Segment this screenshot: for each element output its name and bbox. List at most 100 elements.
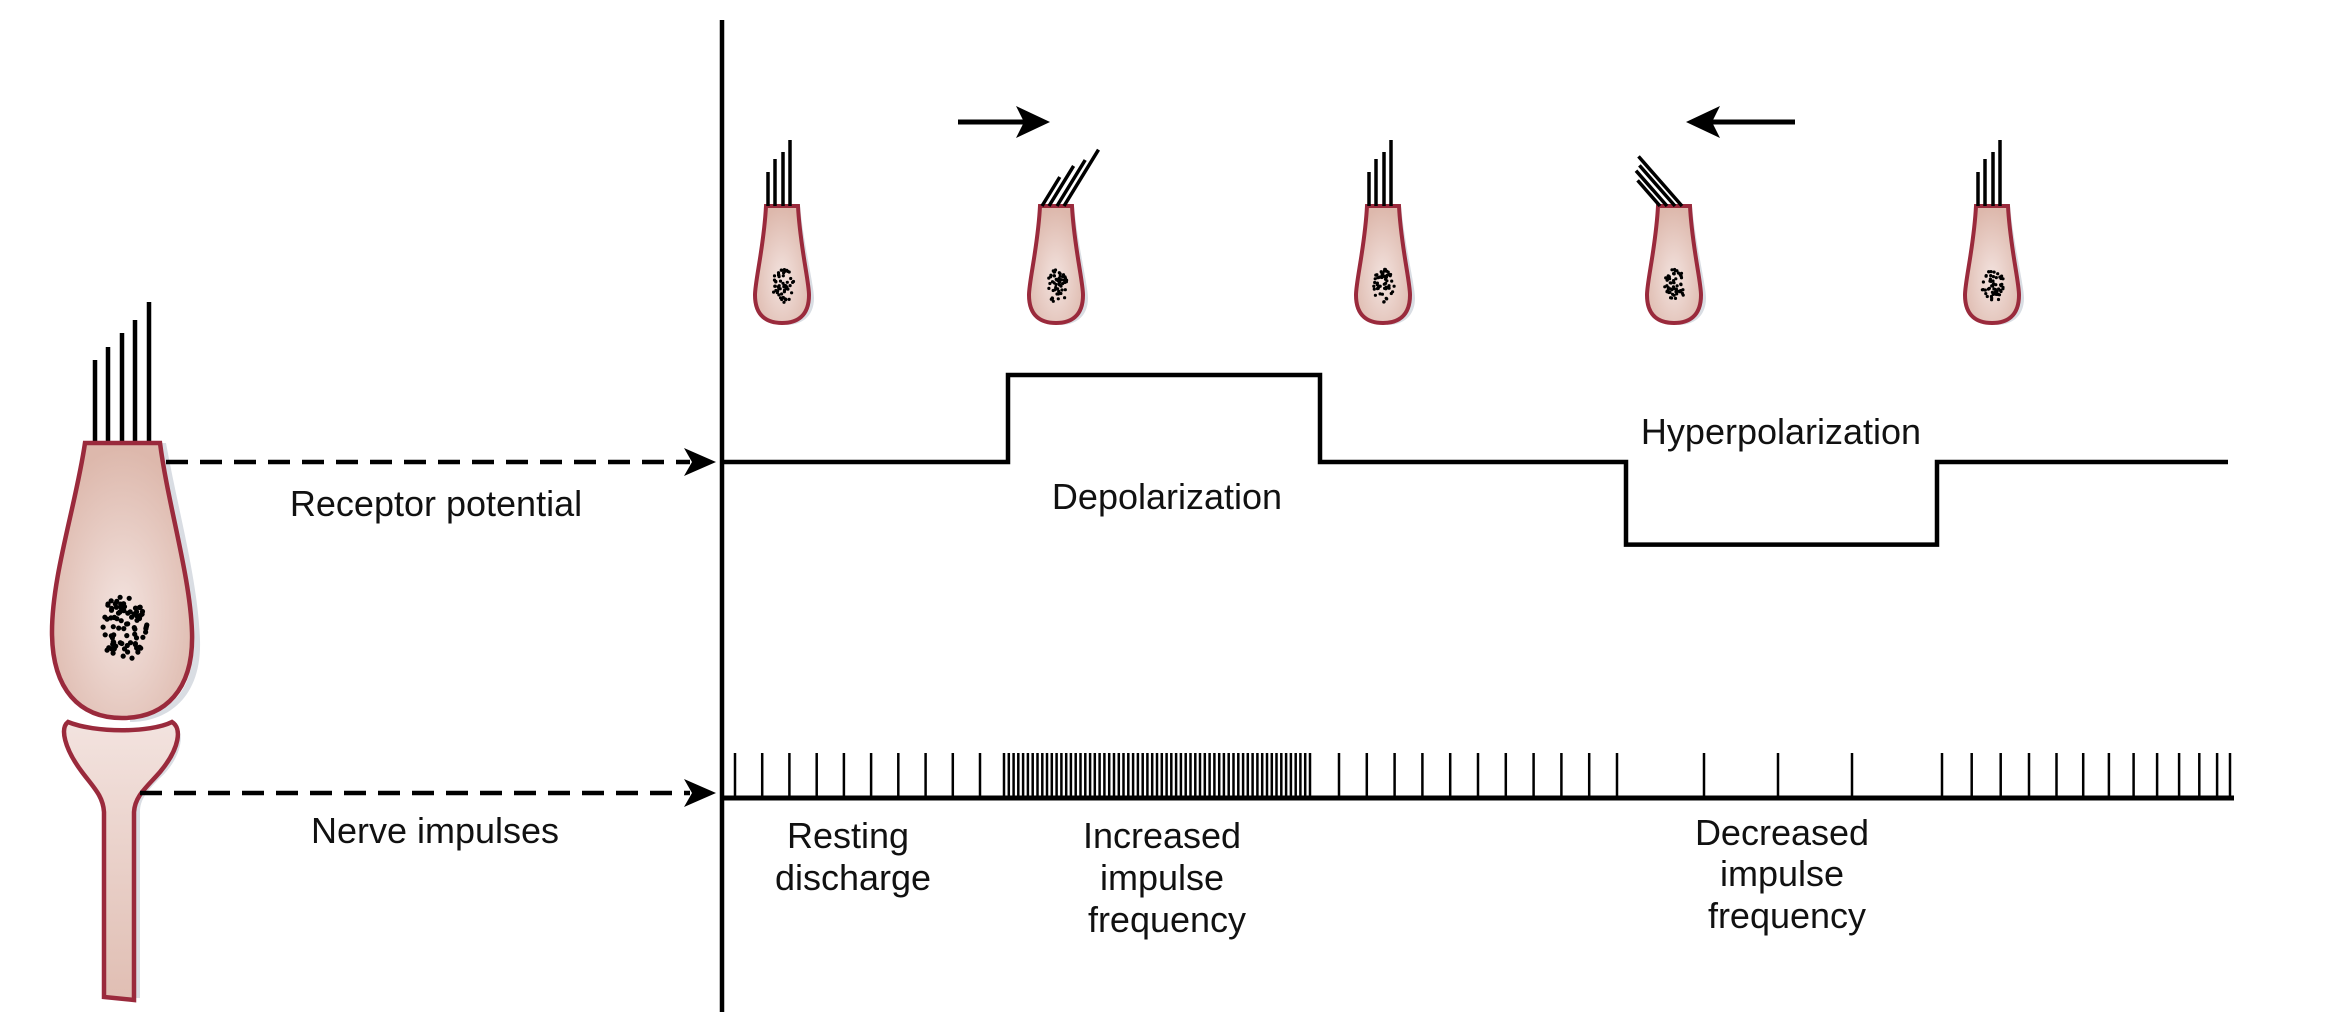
cell-body: [1962, 204, 2022, 326]
nucleus-dot: [1063, 288, 1067, 292]
nucleus-dot: [1048, 281, 1052, 286]
nucleus-dot: [1992, 270, 1996, 274]
cell-body: [1353, 204, 1413, 326]
nucleus-dot: [1984, 292, 1988, 296]
nucleus-dot: [1384, 296, 1388, 300]
nucleus-dot: [1668, 277, 1672, 281]
nucleus-dot: [1996, 272, 2000, 276]
increased-frequency-line: impulse: [1100, 857, 1224, 898]
nucleus-dot: [1668, 281, 1672, 285]
nucleus-dot: [1390, 279, 1394, 283]
nucleus-dot: [778, 279, 783, 283]
nucleus-dot: [782, 300, 786, 304]
nucleus-dot: [785, 280, 789, 284]
nucleus-dot: [1382, 300, 1386, 304]
nucleus-dot: [1674, 277, 1678, 281]
nucleus-dot: [1060, 288, 1064, 292]
nucleus-dot: [782, 284, 786, 288]
nucleus-dot: [1373, 277, 1377, 281]
hair-bundle: [766, 140, 792, 206]
nucleus-dot: [790, 291, 794, 295]
cell-body: [1644, 204, 1704, 326]
nucleus-dot: [1385, 273, 1389, 277]
nucleus-dot: [1989, 279, 1993, 283]
nerve-impulses-arrow: [140, 779, 716, 807]
nucleus-dot: [1998, 275, 2002, 279]
nucleus-dot: [1980, 288, 1984, 292]
stimulus-arrow-left: [1686, 106, 1795, 138]
hair-bundle: [1976, 140, 2002, 206]
nucleus-dot: [1669, 296, 1673, 300]
nucleus-dot: [120, 653, 126, 659]
nucleus-dot: [786, 287, 790, 291]
nucleus-dot: [1999, 284, 2003, 288]
nucleus-dot: [110, 650, 116, 656]
arrow-left-icon: [1686, 106, 1720, 138]
nucleus-dot: [777, 284, 781, 288]
nucleus-dot: [1063, 296, 1067, 300]
nucleus-dot: [124, 633, 130, 639]
cell-nucleus: [1372, 267, 1396, 304]
nucleus-dot: [1373, 293, 1377, 297]
nucleus-dot: [1996, 297, 2001, 302]
nucleus-dot: [1665, 284, 1669, 288]
nucleus-dot: [1987, 270, 1991, 274]
nucleus-dot: [119, 640, 125, 647]
nerve-impulses-label: Nerve impulses: [311, 810, 559, 851]
nucleus-dot: [135, 649, 141, 655]
nucleus-dot: [134, 617, 140, 623]
nucleus-dot: [1056, 297, 1060, 301]
nucleus-dot: [1379, 270, 1383, 274]
nucleus-dot: [118, 618, 124, 624]
nucleus-dot: [1054, 277, 1058, 281]
nucleus-dot: [116, 625, 122, 631]
nucleus-dot: [1998, 288, 2002, 292]
nucleus-dot: [1984, 274, 1988, 278]
nucleus-dot: [777, 272, 781, 276]
nucleus-dot: [1996, 292, 2000, 297]
nucleus-dot: [1380, 292, 1384, 296]
resting-discharge-label: Resting discharge: [775, 815, 931, 898]
nucleus-dot: [780, 297, 784, 302]
nucleus-dot: [1058, 274, 1062, 278]
increased-frequency-line: Increased: [1083, 815, 1241, 856]
nucleus-dot: [1681, 293, 1685, 297]
nucleus-dot: [111, 614, 117, 621]
nucleus-dot: [780, 292, 784, 296]
nucleus-dot: [1679, 283, 1683, 287]
nucleus-dot: [1679, 274, 1683, 278]
large-cell-nucleus: [100, 594, 150, 661]
nucleus-dot: [783, 297, 787, 301]
nucleus-dot: [134, 609, 140, 615]
resting-discharge-line: discharge: [775, 857, 931, 898]
nucleus-dot: [1387, 286, 1391, 290]
nucleus-dot: [1053, 268, 1058, 272]
receptor-potential-trace: [722, 372, 2228, 547]
nucleus-dot: [1985, 294, 1989, 299]
nucleus-dot: [121, 626, 127, 632]
nucleus-dot: [1672, 272, 1676, 276]
nucleus-dot: [1671, 292, 1675, 296]
decreased-frequency-line: Decreased: [1695, 812, 1869, 853]
nucleus-dot: [1372, 287, 1376, 291]
nucleus-dot: [1664, 276, 1668, 280]
nucleus-dot: [1052, 274, 1056, 278]
nucleus-dot: [109, 635, 115, 641]
nucleus-dot: [1987, 286, 1991, 290]
hair-bundle: [1367, 140, 1393, 206]
nucleus-dot: [1990, 298, 1994, 302]
nucleus-dot: [1056, 287, 1060, 291]
nucleus-dot: [1062, 278, 1066, 282]
nucleus-dot: [1989, 274, 1993, 278]
nucleus-dot: [138, 645, 144, 651]
nucleus-dot: [1670, 268, 1674, 272]
nucleus-dot: [1050, 296, 1055, 301]
nucleus-dot: [787, 297, 791, 301]
nucleus-dot: [108, 607, 115, 613]
nucleus-dot: [788, 284, 792, 288]
nucleus-dot: [787, 270, 791, 274]
nucleus-dot: [1049, 275, 1053, 279]
nucleus-dot: [1675, 284, 1679, 288]
increased-frequency-line: frequency: [1088, 899, 1246, 940]
